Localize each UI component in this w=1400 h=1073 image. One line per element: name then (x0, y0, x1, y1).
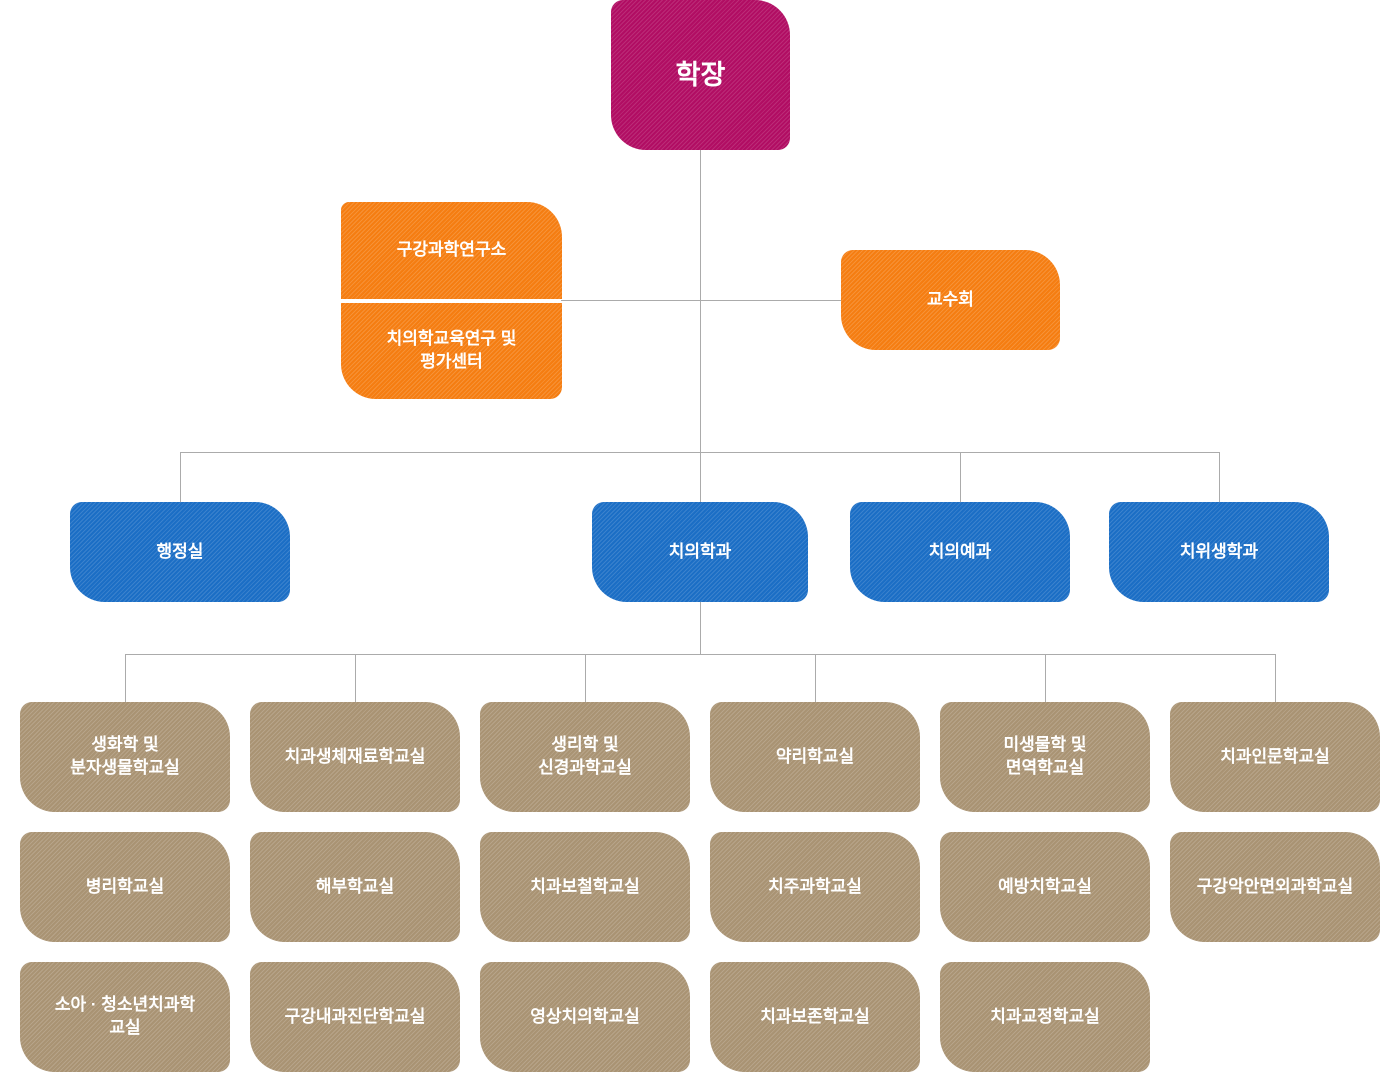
node-classroom-periodontology: 치주과학교실 (710, 832, 920, 942)
connector-drop-col1 (125, 654, 126, 702)
node-faculty-council-label: 교수회 (927, 289, 974, 309)
connector-drop-col5 (1045, 654, 1046, 702)
connector-drop-dentistry (700, 452, 701, 502)
node-classroom-pediatric-adolescent-dentistry: 소아 · 청소년치과학 교실 (20, 962, 230, 1072)
node-dental-education-research-center-label: 치의학교육연구 및 평가센터 (386, 329, 517, 371)
node-classroom-dental-humanities: 치과인문학교실 (1170, 702, 1380, 812)
classroom-label: 치과교정학교실 (990, 1006, 1100, 1026)
classroom-label: 치과보철학교실 (530, 876, 640, 896)
node-oral-science-research-institute: 구강과학연구소 (341, 202, 562, 299)
node-classroom-pharmacology: 약리학교실 (710, 702, 920, 812)
classroom-label: 해부학교실 (315, 876, 395, 896)
node-classroom-oral-medicine-diagnosis: 구강내과진단학교실 (250, 962, 460, 1072)
connector-affiliates-horizontal (561, 300, 841, 301)
connector-drop-col2 (355, 654, 356, 702)
node-classroom-pathology: 병리학교실 (20, 832, 230, 942)
node-administration-office: 행정실 (70, 502, 290, 602)
node-classroom-physiology-neuroscience: 생리학 및 신경과학교실 (480, 702, 690, 812)
classroom-label: 예방치학교실 (998, 876, 1092, 896)
node-classroom-dental-biomaterials: 치과생체재료학교실 (250, 702, 460, 812)
classroom-label: 치과생체재료학교실 (284, 746, 426, 766)
classroom-label: 생리학 및 신경과학교실 (538, 735, 632, 777)
classroom-label: 치과보존학교실 (760, 1006, 870, 1026)
classroom-label: 소아 · 청소년치과학 교실 (54, 995, 196, 1037)
node-classroom-oral-maxillofacial-surgery: 구강악안면외과학교실 (1170, 832, 1380, 942)
connector-drop-col4 (815, 654, 816, 702)
node-dean: 학장 (611, 0, 790, 150)
node-classroom-prosthodontics: 치과보철학교실 (480, 832, 690, 942)
classroom-label: 미생물학 및 면역학교실 (1003, 735, 1087, 777)
node-dentistry-department: 치의학과 (592, 502, 808, 602)
node-faculty-council: 교수회 (841, 250, 1060, 350)
node-classroom-anatomy: 해부학교실 (250, 832, 460, 942)
node-administration-office-label: 행정실 (156, 541, 204, 561)
classroom-label: 치과인문학교실 (1220, 746, 1330, 766)
node-dentistry-department-label: 치의학과 (668, 541, 732, 561)
node-oral-science-research-institute-label: 구강과학연구소 (396, 240, 507, 260)
connector-dentistry-trunk (700, 602, 701, 654)
node-classroom-oral-radiology: 영상치의학교실 (480, 962, 690, 1072)
classroom-label: 치주과학교실 (768, 876, 862, 896)
classroom-label: 영상치의학교실 (530, 1006, 640, 1026)
node-dental-hygiene-department-label: 치위생학과 (1179, 541, 1259, 561)
connector-drop-col6 (1275, 654, 1276, 702)
classroom-label: 병리학교실 (85, 876, 165, 896)
node-classroom-preventive-dentistry: 예방치학교실 (940, 832, 1150, 942)
node-predentistry-department: 치의예과 (850, 502, 1070, 602)
connector-drop-col3 (585, 654, 586, 702)
node-dental-hygiene-department: 치위생학과 (1109, 502, 1329, 602)
classroom-label: 약리학교실 (775, 746, 855, 766)
classroom-label: 생화학 및 분자생물학교실 (70, 735, 180, 777)
connector-dean-trunk (700, 150, 701, 452)
connector-drop-hygiene (1219, 452, 1220, 502)
connector-classrooms-horizontal (125, 654, 1275, 655)
node-dental-education-research-center: 치의학교육연구 및 평가센터 (341, 303, 562, 399)
node-classroom-orthodontics: 치과교정학교실 (940, 962, 1150, 1072)
connector-drop-admin (180, 452, 181, 502)
node-classroom-biochemistry-molecular-biology: 생화학 및 분자생물학교실 (20, 702, 230, 812)
node-dean-label: 학장 (675, 59, 726, 90)
node-classroom-conservative-dentistry: 치과보존학교실 (710, 962, 920, 1072)
classroom-label: 구강악안면외과학교실 (1196, 876, 1354, 896)
classroom-label: 구강내과진단학교실 (284, 1006, 426, 1026)
node-predentistry-department-label: 치의예과 (928, 541, 992, 561)
connector-drop-predentistry (960, 452, 961, 502)
node-classroom-microbiology-immunology: 미생물학 및 면역학교실 (940, 702, 1150, 812)
